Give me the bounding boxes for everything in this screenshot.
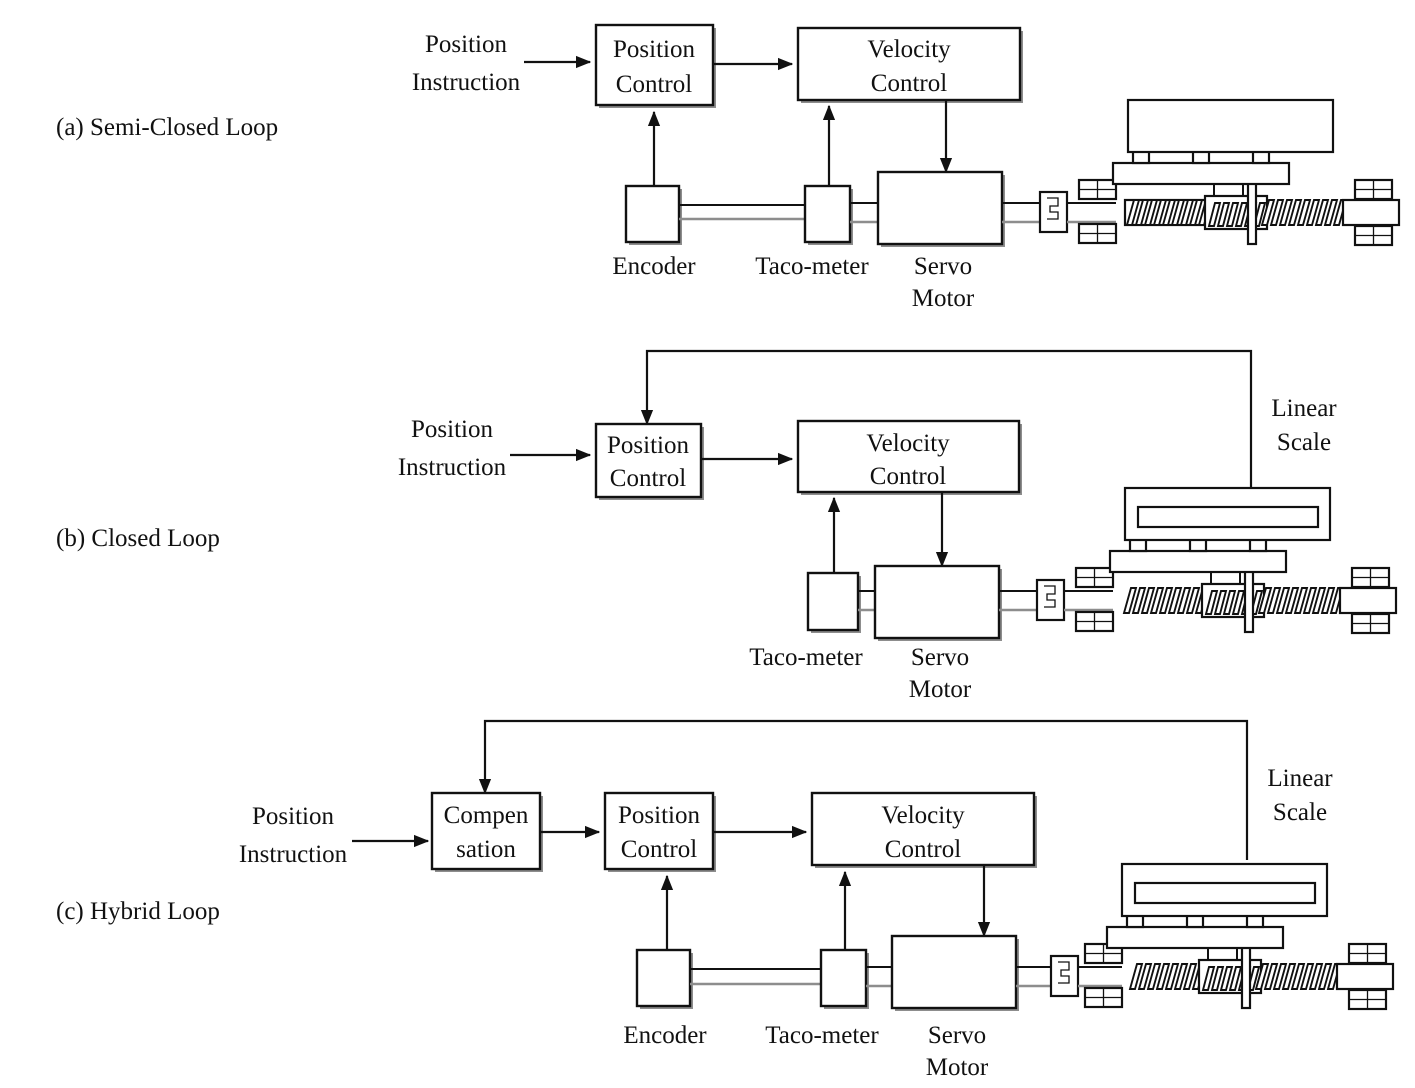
svg-text:sation: sation bbox=[456, 836, 516, 863]
panel-c-position-control-block: Position Control bbox=[603, 791, 716, 872]
panel-b-servo-motor: Servo Motor bbox=[873, 564, 1002, 703]
svg-text:Taco-meter: Taco-meter bbox=[765, 1022, 879, 1049]
svg-text:Servo: Servo bbox=[914, 253, 972, 280]
svg-text:Instruction: Instruction bbox=[412, 69, 521, 96]
panel-c-bearing-left bbox=[1083, 942, 1124, 1009]
panel-b-position-control-block: Position Control bbox=[594, 422, 704, 500]
svg-text:Scale: Scale bbox=[1277, 429, 1331, 456]
panel-a-input-label: Position Instruction bbox=[412, 31, 521, 96]
panel-a-slide-plate bbox=[1111, 161, 1291, 186]
panel-c-linear-scale-label: Linear Scale bbox=[1267, 765, 1333, 826]
svg-text:Taco-meter: Taco-meter bbox=[749, 644, 863, 671]
panel-a-caption: (a) Semi-Closed Loop bbox=[56, 114, 278, 141]
svg-text:Control: Control bbox=[621, 836, 697, 863]
panel-a-ballscrew-left bbox=[1123, 198, 1213, 227]
svg-text:Velocity: Velocity bbox=[866, 430, 950, 457]
panel-a-encoder: Encoder bbox=[612, 184, 696, 280]
panel-c-slide-plate bbox=[1105, 925, 1285, 950]
panel-c-encoder: Encoder bbox=[623, 948, 707, 1049]
svg-text:Velocity: Velocity bbox=[867, 36, 951, 63]
panel-b-input-label: Position Instruction bbox=[398, 416, 507, 481]
svg-text:Position: Position bbox=[411, 416, 493, 443]
panel-c-caption: (c) Hybrid Loop bbox=[56, 898, 220, 925]
panel-a-shaft-encoder-taco bbox=[679, 204, 806, 221]
svg-text:Encoder: Encoder bbox=[623, 1022, 707, 1049]
panel-c-ballscrew-left bbox=[1128, 963, 1207, 990]
svg-text:Encoder: Encoder bbox=[612, 253, 696, 280]
panel-b-ballnut bbox=[1200, 571, 1266, 619]
svg-text:Control: Control bbox=[616, 71, 692, 98]
panel-c-taco-meter: Taco-meter bbox=[765, 948, 879, 1049]
panel-b-screw-flange bbox=[1243, 568, 1255, 634]
svg-text:Compen: Compen bbox=[444, 802, 529, 829]
panel-b-slide-plate bbox=[1108, 549, 1288, 574]
svg-text:Linear: Linear bbox=[1271, 395, 1337, 422]
panel-b-drive-train bbox=[999, 486, 1398, 635]
panel-a-ballnut bbox=[1203, 183, 1269, 231]
svg-text:Position: Position bbox=[252, 803, 334, 830]
panel-b-linear-scale-strip bbox=[1136, 505, 1320, 529]
svg-text:Velocity: Velocity bbox=[881, 802, 965, 829]
panel-c-servo-motor: Servo Motor bbox=[890, 934, 1019, 1081]
panel-a-ballscrew-right bbox=[1260, 199, 1348, 226]
panel-c-scale-feedback-path bbox=[478, 719, 1249, 860]
panel-b-velocity-control-block: Velocity Control bbox=[796, 419, 1022, 495]
panel-c-compensation-block: Compen sation bbox=[430, 791, 543, 872]
panel-b-taco-meter: Taco-meter bbox=[749, 571, 863, 671]
panel-a-bearing-right bbox=[1341, 178, 1401, 247]
panel-a-servo-motor: Servo Motor bbox=[876, 170, 1005, 312]
svg-text:Linear: Linear bbox=[1267, 765, 1333, 792]
svg-text:Servo: Servo bbox=[928, 1022, 986, 1049]
panel-c-bearing-right bbox=[1335, 942, 1395, 1011]
panel-a: (a) Semi-Closed Loop Position Instructio… bbox=[56, 23, 1401, 312]
svg-text:Motor: Motor bbox=[926, 1054, 989, 1081]
svg-text:Position: Position bbox=[618, 802, 700, 829]
panel-b-bearing-left bbox=[1074, 566, 1115, 633]
panel-b-ballscrew-right bbox=[1257, 587, 1345, 614]
svg-text:Scale: Scale bbox=[1273, 799, 1327, 826]
panel-a-screw-flange bbox=[1246, 180, 1258, 246]
panel-c-ballscrew-right bbox=[1254, 963, 1342, 990]
panel-c: (c) Hybrid Loop Position Instruction Com… bbox=[56, 719, 1395, 1081]
svg-text:Servo: Servo bbox=[911, 644, 969, 671]
panel-b-ballscrew-left bbox=[1122, 587, 1210, 614]
svg-text:Instruction: Instruction bbox=[398, 454, 507, 481]
panel-c-shaft-encoder-taco bbox=[690, 968, 822, 986]
panel-b-bearing-right bbox=[1338, 566, 1398, 635]
svg-text:Control: Control bbox=[885, 836, 961, 863]
panel-c-coupling-icon bbox=[1049, 954, 1080, 998]
svg-text:Control: Control bbox=[870, 463, 946, 490]
panel-a-velocity-control-block: Velocity Control bbox=[796, 26, 1023, 103]
svg-text:Motor: Motor bbox=[909, 676, 972, 703]
svg-text:Control: Control bbox=[871, 70, 947, 97]
panel-a-table bbox=[1126, 98, 1335, 154]
panel-a-position-control-block: Position Control bbox=[594, 23, 716, 108]
panel-c-drive-train bbox=[1016, 862, 1395, 1011]
panel-a-bearing-left bbox=[1077, 178, 1118, 245]
panel-b: (b) Closed Loop Position Instruction Pos… bbox=[56, 349, 1398, 703]
panel-a-taco-meter: Taco-meter bbox=[755, 184, 869, 280]
panel-c-screw-flange bbox=[1240, 944, 1252, 1010]
panel-b-linear-scale-label: Linear Scale bbox=[1271, 395, 1337, 456]
svg-text:Control: Control bbox=[610, 465, 686, 492]
svg-text:Position: Position bbox=[613, 36, 695, 63]
panel-a-drive-train bbox=[1002, 98, 1401, 247]
panel-c-linear-scale-strip bbox=[1133, 881, 1317, 905]
panel-a-coupling-icon bbox=[1038, 190, 1069, 234]
panel-a-shaft-taco-motor bbox=[850, 202, 880, 224]
panel-b-coupling-icon bbox=[1035, 578, 1066, 622]
svg-text:Position: Position bbox=[607, 432, 689, 459]
panel-b-scale-feedback-path bbox=[640, 349, 1253, 490]
svg-text:Instruction: Instruction bbox=[239, 841, 348, 868]
svg-text:Taco-meter: Taco-meter bbox=[755, 253, 869, 280]
panel-c-input-label: Position Instruction bbox=[239, 803, 348, 868]
svg-text:Motor: Motor bbox=[912, 285, 975, 312]
svg-text:Position: Position bbox=[425, 31, 507, 58]
panel-c-velocity-control-block: Velocity Control bbox=[810, 791, 1037, 868]
panel-b-caption: (b) Closed Loop bbox=[56, 525, 220, 552]
panel-c-ballnut bbox=[1197, 947, 1263, 995]
